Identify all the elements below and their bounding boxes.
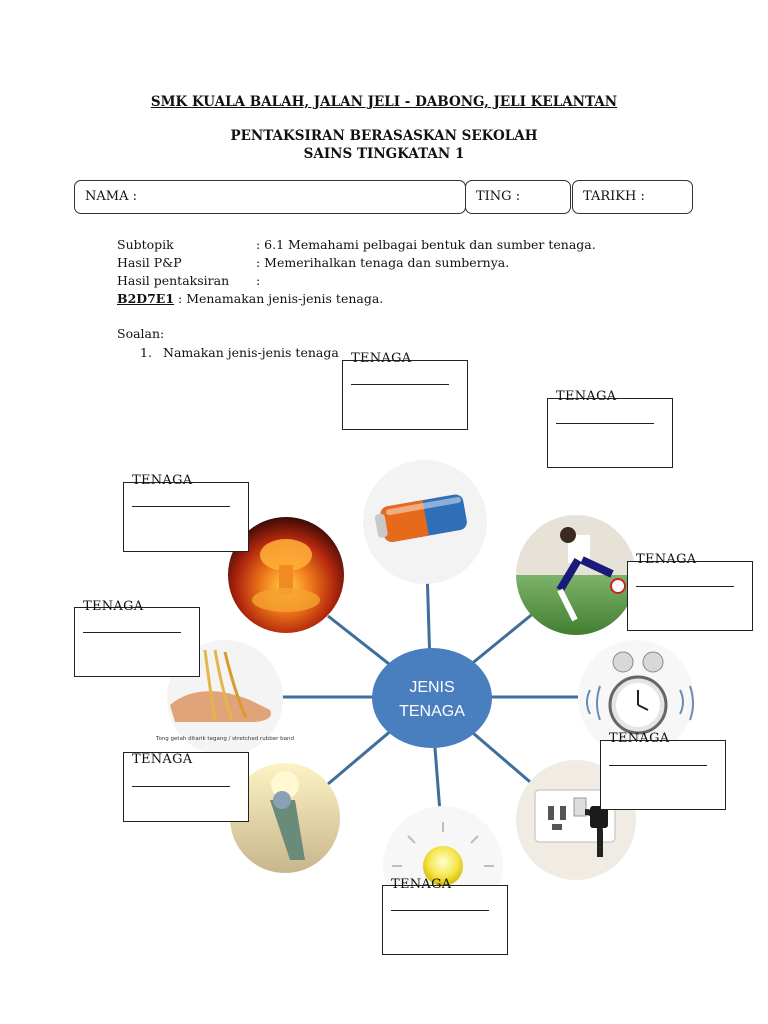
assessment-title: PENTAKSIRAN BERASASKAN SEKOLAH bbox=[230, 128, 538, 144]
answer-label: TENAGA bbox=[609, 731, 670, 746]
answer-label: TENAGA bbox=[132, 752, 193, 767]
answer-label: TENAGA bbox=[83, 599, 144, 614]
answer-label: TENAGA bbox=[351, 351, 412, 366]
school-name: SMK KUALA BALAH, JALAN JELI - DABONG, JE… bbox=[150, 94, 618, 110]
answer-line[interactable] bbox=[609, 765, 707, 766]
answer-label: TENAGA bbox=[391, 877, 452, 892]
explosion-picture bbox=[228, 517, 344, 633]
standard-desc: : Menamakan jenis-jenis tenaga. bbox=[174, 291, 384, 306]
answer-line[interactable] bbox=[132, 786, 230, 787]
answer-label: TENAGA bbox=[556, 389, 617, 404]
football-player-picture bbox=[516, 515, 636, 635]
subtopik-label: Subtopik bbox=[117, 237, 174, 252]
question-text: Namakan jenis-jenis tenaga bbox=[163, 345, 339, 360]
hasil-pentaksiran-value: : bbox=[256, 273, 261, 288]
answer-line[interactable] bbox=[132, 506, 230, 507]
ting-field[interactable]: TING : bbox=[465, 180, 571, 214]
soalan-label: Soalan: bbox=[117, 326, 165, 341]
question-number: 1. bbox=[140, 345, 152, 360]
hasil-pentaksiran-label: Hasil pentaksiran bbox=[117, 273, 230, 288]
standard-code: B2D7E1 bbox=[117, 291, 175, 306]
answer-label: TENAGA bbox=[132, 473, 193, 488]
center-label-line1: JENIS bbox=[409, 679, 454, 696]
alarm-clock-picture bbox=[578, 640, 694, 756]
answer-line[interactable] bbox=[556, 423, 654, 424]
answer-line[interactable] bbox=[83, 632, 181, 633]
answer-label: TENAGA bbox=[636, 552, 697, 567]
nama-label: NAMA : bbox=[85, 189, 137, 204]
tarikh-label: TARIKH : bbox=[583, 189, 645, 204]
hasil-pp-value: : Memerihalkan tenaga dan sumbernya. bbox=[256, 255, 510, 270]
center-label-line2: TENAGA bbox=[399, 703, 465, 720]
subject-title: SAINS TINGKATAN 1 bbox=[303, 146, 465, 162]
battery-picture bbox=[363, 460, 487, 584]
rubber-band-caption: Tong getah ditarik tegang / stretched ru… bbox=[155, 736, 294, 742]
answer-line[interactable] bbox=[636, 586, 734, 587]
hasil-pp-label: Hasil P&P bbox=[117, 255, 182, 270]
answer-line[interactable] bbox=[351, 384, 449, 385]
subtopik-value: : 6.1 Memahami pelbagai bentuk dan sumbe… bbox=[256, 237, 596, 252]
answer-line[interactable] bbox=[391, 910, 489, 911]
center-ellipse bbox=[372, 648, 492, 748]
center-node: JENIS TENAGA bbox=[372, 648, 492, 748]
tarikh-field[interactable]: TARIKH : bbox=[572, 180, 693, 214]
ting-label: TING : bbox=[476, 189, 521, 204]
